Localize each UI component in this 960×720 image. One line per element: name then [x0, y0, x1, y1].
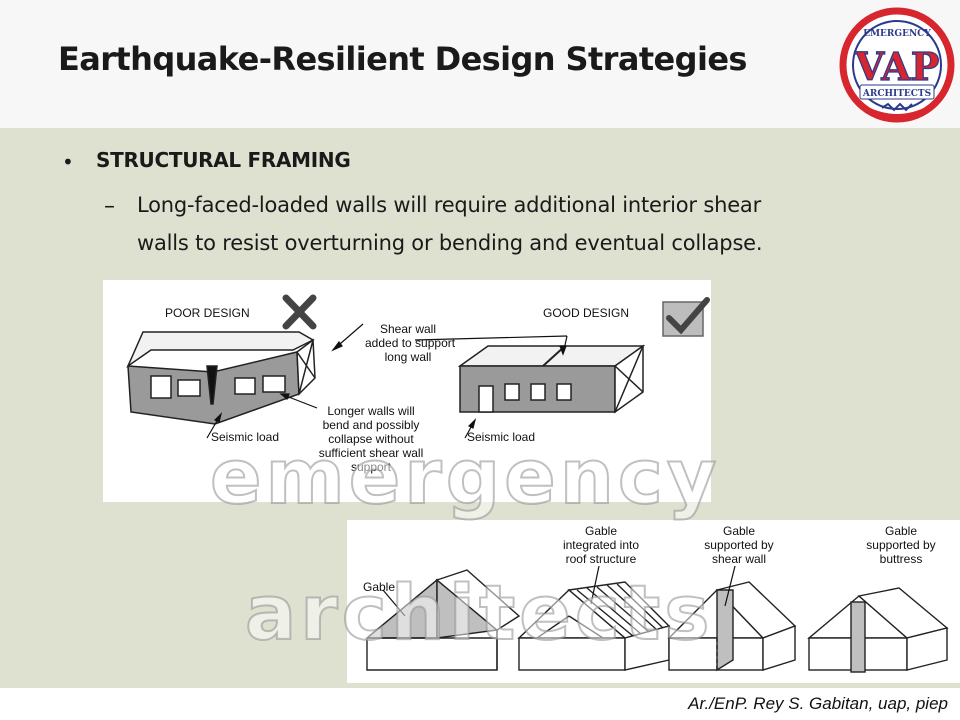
gable-shear-wall-label: Gable supported by shear wall: [704, 524, 774, 566]
sub-bullet-line-2: walls to resist overturning or bending a…: [137, 231, 763, 255]
emergency-architects-logo: EMERGENCY VAP ARCHITECTS: [838, 6, 956, 124]
slide-footer: Ar./EnP. Rey S. Gabitan, uap, piep: [0, 688, 960, 720]
good-design-label: GOOD DESIGN: [543, 306, 630, 320]
slide-title: Earthquake-Resilient Design Strategies: [58, 40, 747, 78]
gable-house-2: [517, 581, 671, 671]
good-design-building: [457, 344, 646, 414]
gable-options-figure: Gable Gable integrated into roof structu…: [347, 520, 960, 683]
logo-bottom-text: ARCHITECTS: [862, 89, 931, 99]
gable-label: Gable: [363, 580, 396, 594]
seismic-load-label-right: Seismic load: [467, 430, 536, 444]
gable-house-4: [807, 587, 949, 673]
logo-top-text: EMERGENCY: [863, 29, 931, 39]
wall-design-figure: POOR DESIGN GOOD DESIGN Shear wall added…: [103, 280, 711, 502]
slide-header: Earthquake-Resilient Design Strategies: [0, 0, 960, 128]
author-credit: Ar./EnP. Rey S. Gabitan, uap, piep: [688, 694, 948, 713]
bullet-heading: STRUCTURAL FRAMING: [96, 148, 351, 172]
shear-wall-note: Shear wall added to support long wall: [365, 322, 456, 364]
gable-house-3: [667, 581, 797, 672]
sub-bullet-line-1: Long-faced-loaded walls will require add…: [137, 193, 762, 217]
longer-walls-note: Longer walls will bend and possibly coll…: [318, 404, 424, 474]
x-mark-icon: [282, 294, 317, 330]
sub-bullet-dash: –: [104, 194, 115, 219]
logo-letters: VAP: [854, 44, 940, 89]
checkmark-icon: [662, 297, 710, 337]
poor-design-label: POOR DESIGN: [165, 306, 250, 320]
gable-buttress-label: Gable supported by buttress: [866, 524, 936, 566]
gable-house-1: [365, 569, 521, 671]
gable-integrated-label: Gable integrated into roof structure: [562, 524, 640, 566]
seismic-load-label-left: Seismic load: [211, 430, 280, 444]
poor-design-building: [126, 331, 316, 425]
bullet-dot: •: [62, 150, 74, 174]
